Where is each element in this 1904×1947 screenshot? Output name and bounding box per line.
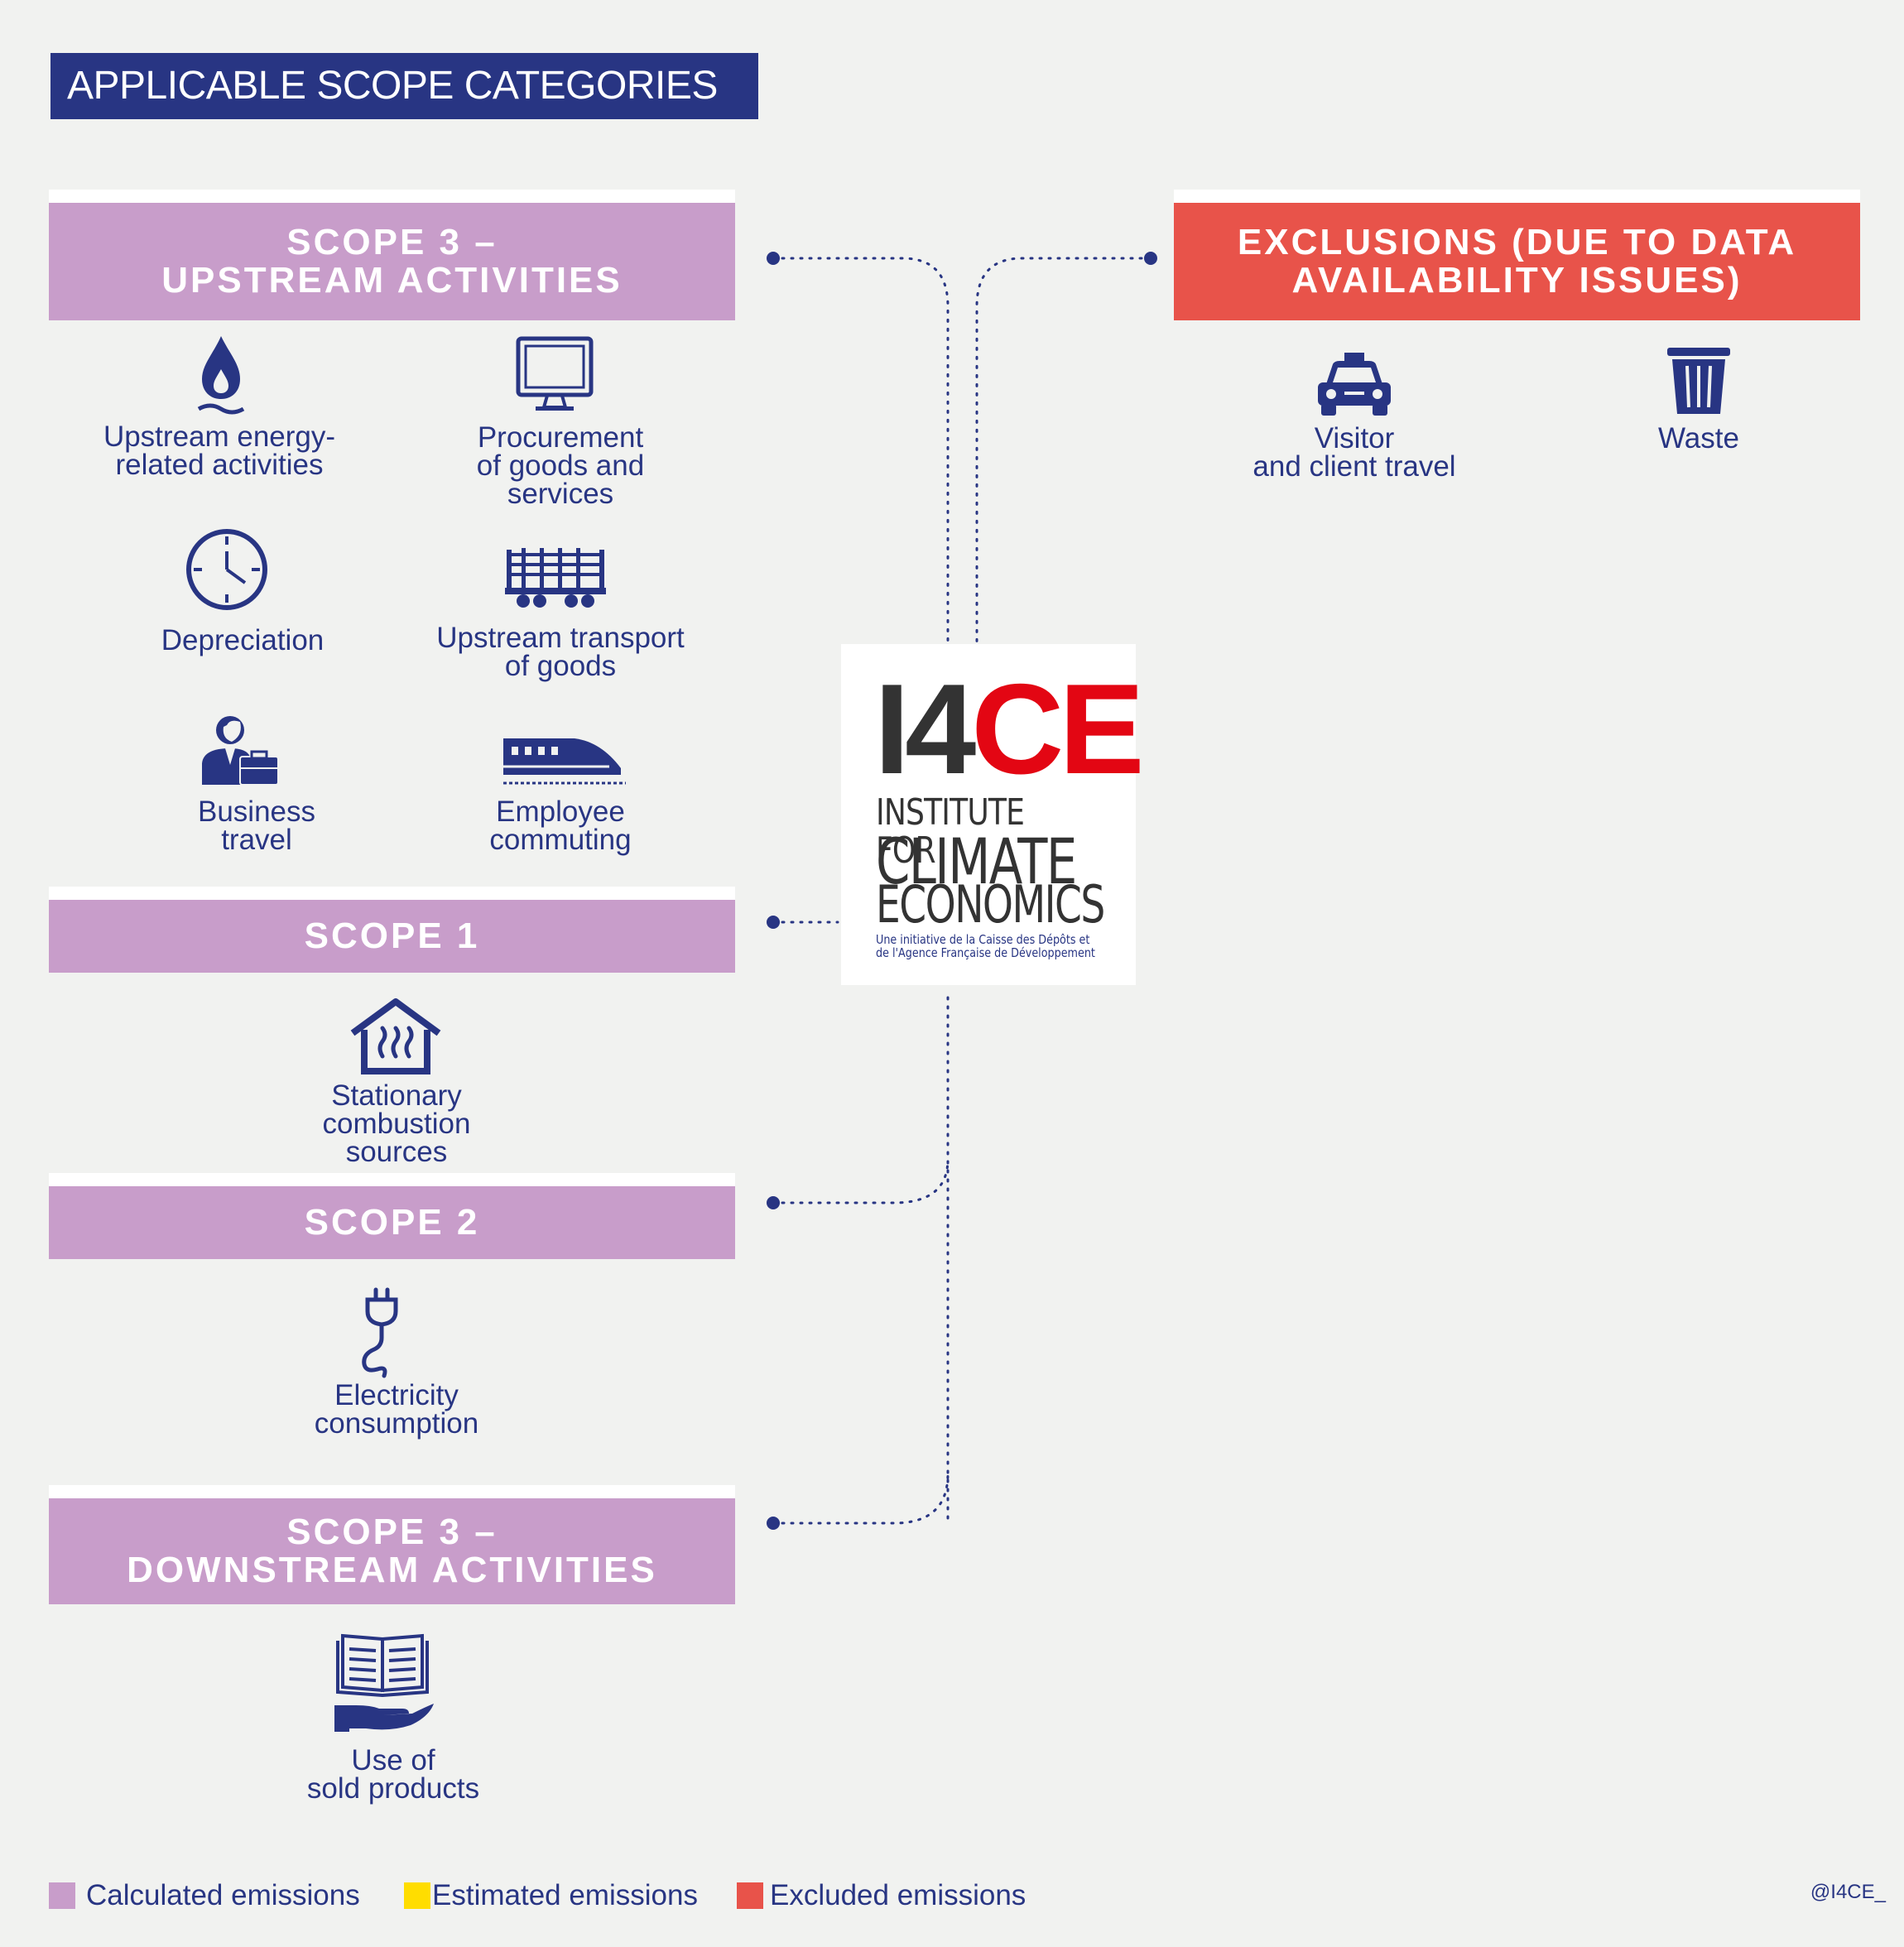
connector-dot — [767, 1517, 780, 1530]
header-line: SCOPE 2 — [304, 1202, 480, 1243]
item-upstream-energy: Upstream energy-related activities — [103, 421, 336, 481]
monitor-icon — [516, 336, 594, 411]
businessman-icon — [202, 716, 279, 786]
header-line: EXCLUSIONS (DUE TO DATA — [1237, 222, 1797, 262]
credit-handle: @I4CE_ — [1810, 1881, 1886, 1903]
flame-icon — [197, 336, 245, 415]
header-line: UPSTREAM ACTIVITIES — [161, 260, 623, 300]
scope3-upstream-header: SCOPE 3 – UPSTREAM ACTIVITIES — [49, 190, 735, 320]
taxi-icon — [1318, 353, 1391, 416]
header-line: DOWNSTREAM ACTIVITIES — [127, 1550, 657, 1590]
connector-dot — [1144, 252, 1157, 265]
logo-line-1: INSTITUTE FOR — [876, 791, 1025, 872]
item-depreciation: Depreciation — [161, 624, 325, 656]
high-speed-train-icon — [503, 738, 626, 785]
logo-wordmark: I4CE — [874, 657, 1145, 800]
header-line: SCOPE 3 – — [286, 222, 498, 262]
header-line: SCOPE 3 – — [286, 1512, 498, 1552]
freight-train-icon — [505, 548, 606, 608]
scope1-header: SCOPE 1 — [49, 887, 735, 973]
heated-house-icon — [350, 998, 441, 1074]
book-in-hand-icon — [334, 1633, 434, 1732]
header-line: SCOPE 1 — [304, 916, 480, 956]
connector-dot — [767, 916, 780, 929]
legend-label-estimated: Estimated emissions — [432, 1879, 698, 1911]
legend-swatch-estimated — [404, 1882, 430, 1909]
scope2-header: SCOPE 2 — [49, 1173, 735, 1259]
plug-icon — [362, 1287, 398, 1378]
connector-dot — [767, 252, 780, 265]
scope3-downstream-header: SCOPE 3 – DOWNSTREAM ACTIVITIES — [49, 1485, 735, 1604]
logo-line-3: ECONOMICS — [876, 874, 1105, 935]
header-line: AVAILABILITY ISSUES) — [1291, 260, 1743, 300]
legend-swatch-excluded — [737, 1882, 763, 1909]
logo-tagline-2: de l'Agence Française de Développement — [876, 945, 1095, 960]
item-waste: Waste — [1658, 422, 1739, 454]
logo-tagline-1: Une initiative de la Caisse des Dépôts e… — [876, 932, 1090, 947]
trash-bin-icon — [1667, 348, 1730, 414]
legend-label-excluded: Excluded emissions — [770, 1879, 1027, 1911]
legend-swatch-calculated — [49, 1882, 75, 1909]
legend-label-calculated: Calculated emissions — [86, 1879, 360, 1911]
page-title: APPLICABLE SCOPE CATEGORIES — [50, 53, 758, 119]
logo-line-2: CLIMATE — [876, 824, 1077, 898]
i4ce-logo: I4CE INSTITUTE FOR CLIMATE ECONOMICS Une… — [841, 644, 1145, 985]
clock-icon — [186, 529, 267, 610]
exclusions-header: EXCLUSIONS (DUE TO DATA AVAILABILITY ISS… — [1174, 190, 1860, 320]
connector-dot — [767, 1196, 780, 1209]
